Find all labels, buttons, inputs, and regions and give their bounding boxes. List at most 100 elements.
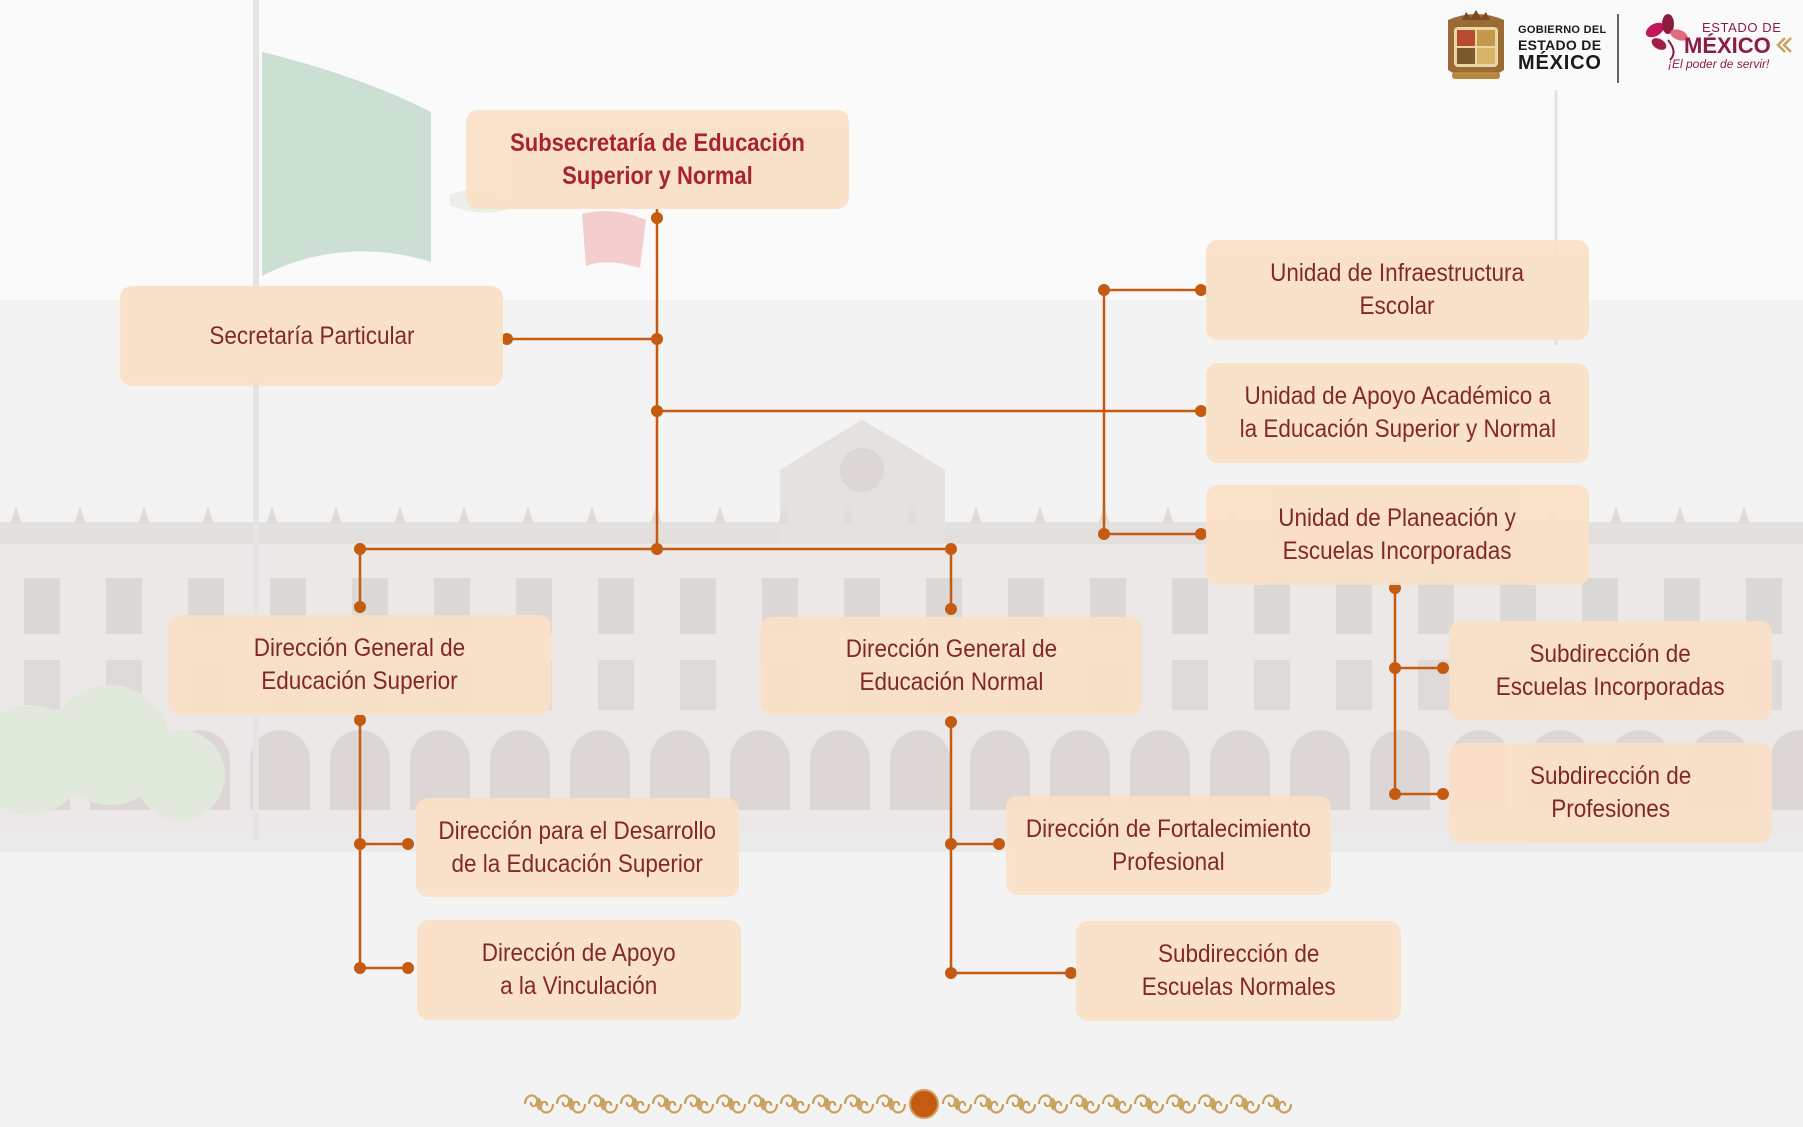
- ornament-motif: [523, 1094, 555, 1114]
- building-finial: [138, 506, 150, 524]
- node-label-line: Subdirección de: [1157, 940, 1320, 968]
- connector-dot: [945, 603, 957, 615]
- building-finial: [266, 506, 278, 524]
- ornament-motif: [779, 1094, 811, 1114]
- ground: [0, 830, 1803, 1127]
- connector-dot: [1195, 284, 1207, 296]
- flower-petal: [1645, 22, 1665, 38]
- tree: [135, 730, 225, 820]
- ornament-medallion-petal: [928, 1108, 933, 1113]
- flower-petal: [1651, 38, 1667, 50]
- ornament-diamond: [1113, 1097, 1121, 1111]
- seal-quarter: [1477, 48, 1495, 64]
- node-label: Unidad de Apoyo Académico a la Educación…: [1239, 380, 1555, 446]
- government-logo-line2: ESTADO DE: [1518, 37, 1602, 53]
- ornament-motif: [1133, 1094, 1165, 1114]
- flagpole: [253, 0, 259, 840]
- ornament-diamond: [887, 1097, 895, 1111]
- ornament-motif: [651, 1094, 683, 1114]
- node-label: Dirección General de Educación Normal: [845, 633, 1056, 699]
- ornament-medallion-petal: [922, 1092, 926, 1097]
- flower-icon: [1645, 14, 1688, 61]
- node-label: Subdirección de Escuelas Incorporadas: [1496, 638, 1725, 704]
- building-finial: [202, 506, 214, 524]
- ornament-diamond: [985, 1097, 993, 1111]
- ornament-diamond: [567, 1097, 575, 1111]
- ornament-motif: [555, 1094, 587, 1114]
- building-arch: [1130, 730, 1190, 810]
- node-label: Dirección de Fortalecimiento Profesional: [1026, 813, 1311, 879]
- ornament-diamond: [953, 1097, 961, 1111]
- building-finial: [906, 506, 918, 524]
- connector-dot: [651, 212, 663, 224]
- node-dir-fortalecimiento: Dirección de Fortalecimiento Profesional: [1006, 796, 1331, 895]
- building-arch: [570, 730, 630, 810]
- building-window: [598, 578, 634, 634]
- connector-dot: [651, 405, 663, 417]
- ornament-motif: [1037, 1094, 1069, 1114]
- building-finial: [458, 506, 470, 524]
- building-arch: [490, 730, 550, 810]
- ornament-motif: [875, 1094, 907, 1114]
- building-finial: [330, 506, 342, 524]
- flower-petal: [1662, 14, 1674, 34]
- building-window: [1172, 660, 1208, 710]
- building-finial: [714, 506, 726, 524]
- building-window: [24, 578, 60, 634]
- trees: [0, 685, 225, 820]
- ornament-diamond: [599, 1097, 607, 1111]
- building-arch: [1770, 730, 1803, 810]
- node-label: Secretaría Particular: [209, 320, 414, 353]
- connector-dot: [945, 543, 957, 555]
- ornament-motif: [1101, 1094, 1133, 1114]
- ornament-medallion-petal: [912, 1102, 917, 1106]
- node-unidad-infraestructura: Unidad de Infraestructura Escolar: [1206, 240, 1589, 340]
- ornament-diamond: [791, 1097, 799, 1111]
- node-label-line: Escuelas Incorporadas: [1283, 537, 1512, 565]
- ornament-motif: [941, 1094, 973, 1114]
- connector-dot: [993, 838, 1005, 850]
- node-label: Unidad de Planeación y Escuelas Incorpor…: [1279, 502, 1517, 568]
- node-sub-escuelas-normales: Subdirección de Escuelas Normales: [1076, 921, 1401, 1021]
- ornament-diamond: [1049, 1097, 1057, 1111]
- node-sub-profesiones: Subdirección de Profesiones: [1449, 743, 1772, 843]
- connector-dot: [1437, 788, 1449, 800]
- ornament-medallion-petal: [928, 1095, 933, 1100]
- building-window: [680, 578, 716, 634]
- chevron-left-icon: [1776, 37, 1786, 53]
- connector-dot: [402, 962, 414, 974]
- building-arch: [890, 730, 950, 810]
- flag-red: [582, 211, 646, 268]
- building-window: [1254, 660, 1290, 710]
- building-window: [106, 578, 142, 634]
- node-label-line: la Educación Superior y Normal: [1239, 415, 1556, 443]
- building-finial: [394, 506, 406, 524]
- node-label-line: Profesiones: [1551, 795, 1670, 823]
- node-label-line: Escuelas Normales: [1141, 973, 1336, 1001]
- node-label-line: Dirección General de: [253, 634, 466, 662]
- building-arch: [1370, 730, 1430, 810]
- government-logo-line3: MÉXICO: [1518, 52, 1602, 74]
- ornament-diamond: [695, 1097, 703, 1111]
- connector-dot: [1098, 284, 1110, 296]
- ornament-motif: [1005, 1094, 1037, 1114]
- ornament-diamond: [759, 1097, 767, 1111]
- ornament-diamond: [631, 1097, 639, 1111]
- building-window: [1172, 578, 1208, 634]
- node-dg-educacion-normal: Dirección General de Educación Normal: [760, 617, 1142, 715]
- ornament-motif: [973, 1094, 1005, 1114]
- connector-dot: [1065, 967, 1077, 979]
- node-label: Subdirección de Escuelas Normales: [1142, 938, 1336, 1004]
- connector-dot: [402, 838, 414, 850]
- brand-logo-slogan: ¡El poder de servir!: [1668, 57, 1770, 71]
- building-window: [1336, 660, 1372, 710]
- node-label-line: Unidad de Planeación y: [1278, 504, 1517, 532]
- node-dir-desarrollo: Dirección para el Desarrollo de la Educa…: [416, 798, 739, 897]
- seal-quarter: [1457, 30, 1475, 46]
- ornament-diamond: [663, 1097, 671, 1111]
- seal-crown: [1462, 10, 1490, 20]
- node-label-line: Escuelas Incorporadas: [1496, 672, 1725, 701]
- ornament-motif: [843, 1094, 875, 1114]
- connector-dot: [1195, 405, 1207, 417]
